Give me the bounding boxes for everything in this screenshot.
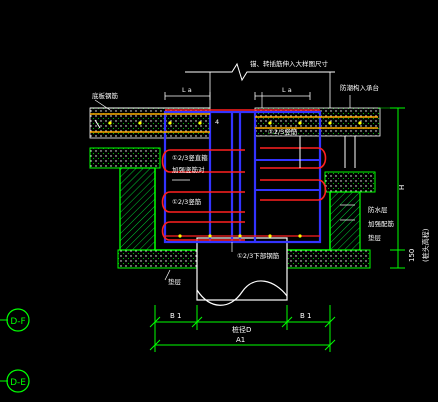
pile-shaft — [196, 237, 288, 306]
lap-right-label: L a — [282, 86, 292, 94]
top-break-line — [185, 62, 335, 108]
right-cushion-layer — [324, 171, 376, 193]
height-label: H — [398, 185, 406, 190]
left-side-wall — [119, 167, 156, 251]
b-right-label: B 1 — [300, 312, 311, 320]
width-label: A1 — [236, 336, 245, 344]
mid-left-note: ①2/3竖直箍 — [172, 153, 208, 162]
left-cushion-layer — [89, 147, 161, 169]
leader-lines — [94, 92, 355, 281]
dimension-labels: H 150 (桩头高程) B 1 B 1 桩径D A1 — [170, 185, 430, 344]
right-note-3: 垫层 — [368, 233, 382, 242]
bottom-center-note: ①2/3下部钢筋 — [237, 251, 280, 260]
b-left-label: B 1 — [170, 312, 181, 320]
small-mark: 4 — [215, 118, 219, 126]
offset-label: 150 — [408, 249, 416, 262]
right-dim-note: (桩头高程) — [421, 228, 430, 262]
right-note-2: 加强配筋 — [368, 219, 395, 228]
red-rebar-loops — [161, 109, 327, 241]
bottom-dimension — [149, 305, 336, 352]
rebar-dots — [108, 121, 362, 238]
top-right-note: 防潮构入承台 — [340, 83, 379, 92]
bottom-left-note: 垫层 — [168, 277, 182, 286]
center-label: 桩径D — [232, 325, 251, 334]
mid-left-note-2: 加强竖筋对 — [172, 165, 205, 174]
annotations: 锚、转插筋伸入大样图尺寸 防潮构入承台 底板钢筋 L a L a ①2/3竖筋 … — [92, 59, 395, 286]
lap-dimensions — [164, 92, 311, 100]
right-side-wall — [329, 191, 361, 251]
left-slab-note: 底板钢筋 — [92, 91, 119, 100]
right-note-1: 防水层 — [368, 205, 388, 214]
rebar-cage — [163, 110, 322, 244]
axis-marker-df: D-F — [0, 308, 30, 332]
mid-left-note-3: ①2/3竖筋 — [172, 197, 202, 206]
right-vertical-dimension — [378, 107, 405, 269]
axis-marker-de: D-E — [0, 369, 30, 393]
slab-longitudinal-bars — [90, 113, 378, 168]
mid-right-note: ①2/3竖筋 — [268, 127, 298, 136]
top-note: 锚、转插筋伸入大样图尺寸 — [250, 59, 329, 68]
axis-label-df: D-F — [10, 317, 25, 327]
axis-label-de: D-E — [10, 378, 26, 388]
lap-left-label: L a — [182, 86, 192, 94]
